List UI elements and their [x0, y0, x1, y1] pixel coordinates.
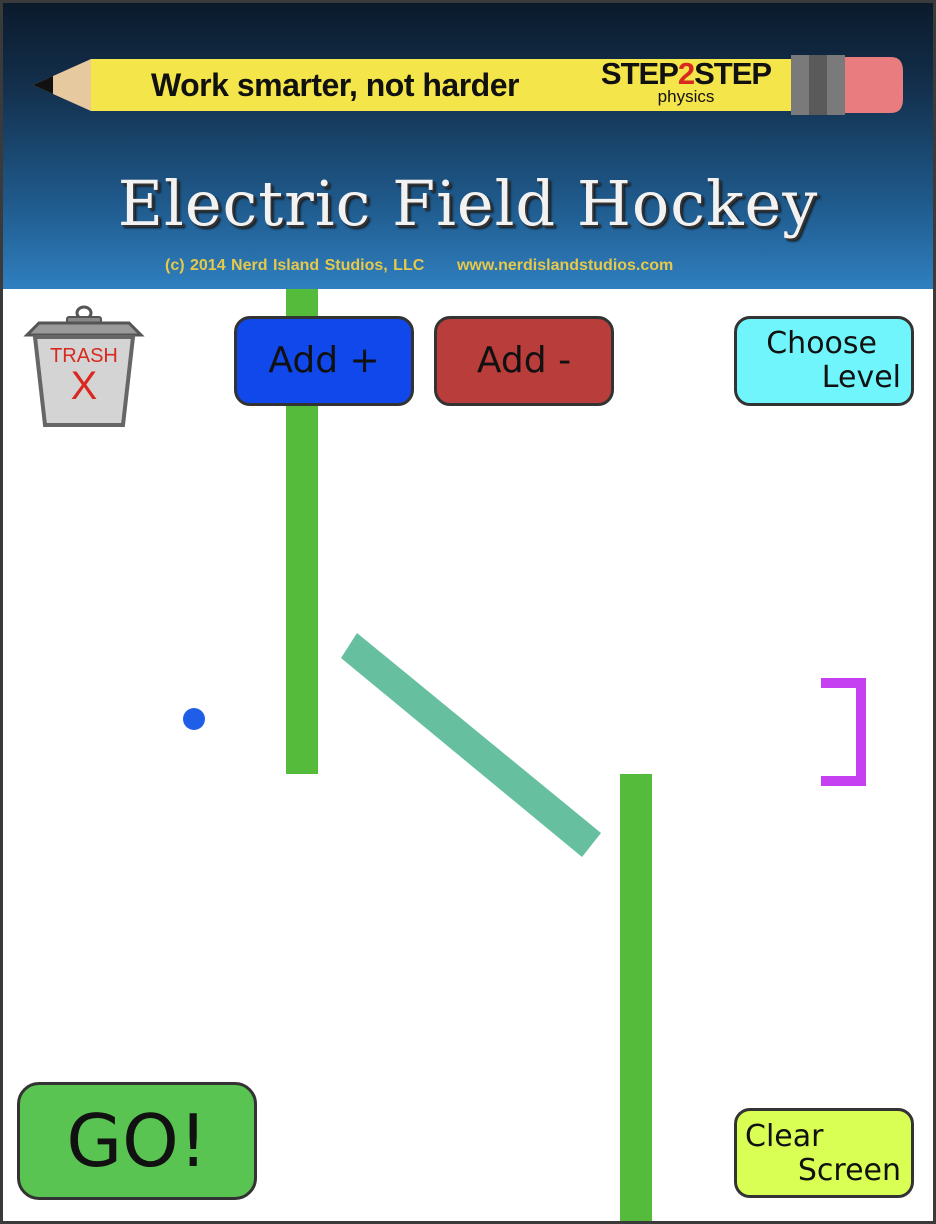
trash-x-mark: X — [70, 364, 98, 408]
trash-can-icon[interactable] — [23, 305, 145, 429]
add-positive-charge-button[interactable]: Add + — [234, 316, 414, 406]
trash-label: TRASH — [50, 345, 118, 367]
slogan: Work smarter, not harder — [151, 67, 519, 103]
brand-subtitle: physics — [657, 87, 715, 106]
game-title: Electric Field Hockey — [117, 167, 819, 240]
brand-logo: STEP2STEP physics — [591, 57, 781, 113]
brand-step-left: STEP — [600, 56, 679, 91]
go-button[interactable]: GO! — [17, 1082, 257, 1200]
choose-level-line2: Level — [821, 360, 901, 395]
brand-number: 2 — [677, 56, 695, 91]
brand-step-right: STEP — [694, 56, 772, 91]
copyright-line: (c) 2014 Nerd Island Studios, LLC www.ne… — [165, 257, 674, 274]
wall-diagonal — [341, 633, 601, 857]
header: Work smarter, not harder STEP2STEP physi… — [3, 3, 933, 289]
choose-level-button[interactable]: Choose Level — [734, 316, 914, 406]
add-negative-charge-button[interactable]: Add - — [434, 316, 614, 406]
pencil-icon — [33, 55, 903, 115]
goal-bracket-icon — [821, 678, 866, 786]
choose-level-line1: Choose — [766, 326, 877, 361]
puck-icon[interactable] — [183, 708, 205, 730]
clear-screen-button[interactable]: Clear Screen — [734, 1108, 914, 1198]
wall-right — [620, 774, 652, 1221]
clear-screen-line2: Screen — [797, 1153, 901, 1188]
clear-screen-line1: Clear — [745, 1119, 824, 1154]
playfield[interactable]: TRASH X Add + Add - Choose Level GO! Cle… — [3, 289, 933, 1221]
